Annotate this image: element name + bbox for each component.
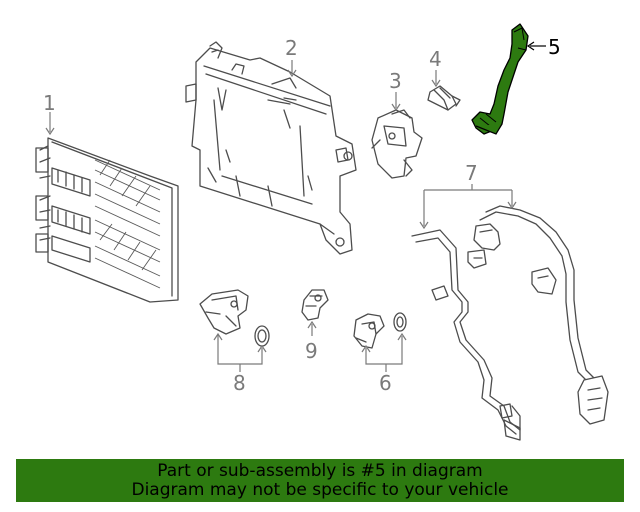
callout-9: 9: [305, 339, 318, 363]
part-8-sensor-with-gasket[interactable]: [199, 289, 270, 347]
part-3-sensor[interactable]: [371, 109, 423, 179]
callout-6: 6: [379, 371, 392, 395]
callout-3: 3: [389, 69, 402, 93]
part-4-small-sensor[interactable]: [427, 85, 461, 111]
callout-4: 4: [429, 47, 442, 71]
callout-5: 5: [548, 35, 561, 59]
callout-2: 2: [285, 36, 298, 60]
part-2-bracket[interactable]: [185, 41, 357, 255]
part-5-sensor-highlighted[interactable]: [471, 23, 529, 135]
part-1-control-module[interactable]: [35, 137, 179, 303]
parts-diagram: 1 2 3 4 5 6 7 8 9: [35, 23, 609, 441]
part-7-wiring-harness[interactable]: [411, 205, 609, 441]
banner-line-1: Part or sub-assembly is #5 in diagram: [157, 461, 483, 481]
callout-7: 7: [465, 161, 478, 185]
diagram-notice-banner: Part or sub-assembly is #5 in diagram Di…: [16, 459, 624, 502]
callout-1: 1: [43, 91, 56, 115]
part-6-sensor-with-gasket[interactable]: [353, 312, 407, 349]
callout-leaders: [45, 41, 546, 372]
part-9-small-sensor[interactable]: [301, 289, 329, 321]
banner-line-2: Diagram may not be specific to your vehi…: [131, 480, 509, 500]
callout-8: 8: [233, 371, 246, 395]
